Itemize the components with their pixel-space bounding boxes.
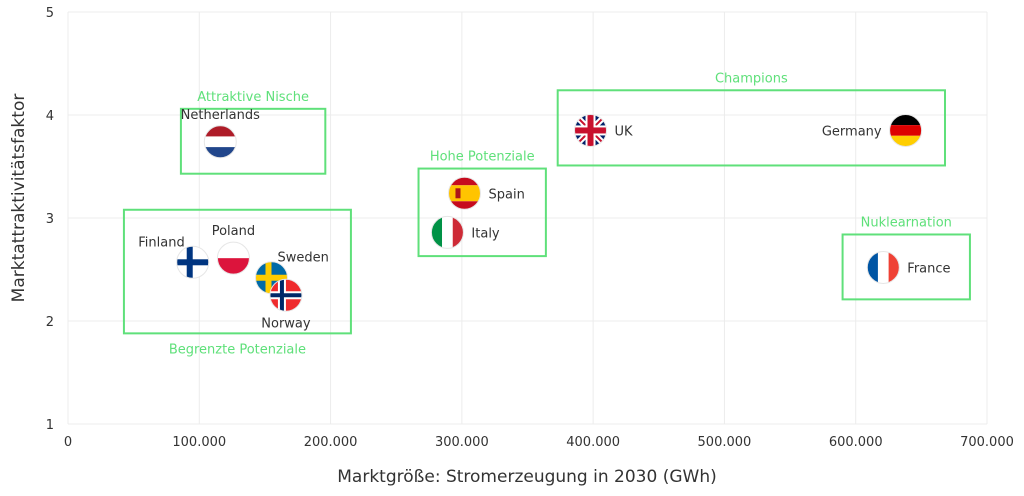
italy-flag-icon: [431, 216, 464, 249]
spain-flag-icon: [448, 177, 481, 210]
point-finland: Finland: [138, 235, 210, 279]
group-box: [122, 208, 352, 335]
point-label: Spain: [488, 187, 524, 202]
germany-flag-icon: [889, 114, 922, 147]
x-tick-label: 300.000: [435, 435, 489, 450]
group-label: Champions: [715, 71, 788, 86]
x-tick-label: 600.000: [829, 435, 883, 450]
grid: [67, 11, 988, 425]
x-tick-label: 500.000: [698, 435, 752, 450]
groups: Begrenzte Potenziale Attraktive NischeHoh…: [122, 71, 971, 357]
point-uk: UK: [574, 113, 634, 147]
y-tick-label: 2: [46, 315, 54, 330]
uk-flag-icon: [574, 114, 607, 147]
point-netherlands: Netherlands: [181, 108, 260, 159]
group-box: [417, 167, 547, 258]
point-label: UK: [615, 124, 634, 139]
group-label: Begrenzte Potenziale: [169, 342, 306, 357]
y-tick-label: 1: [46, 418, 54, 433]
point-poland: Poland: [212, 224, 255, 275]
point-label: Germany: [822, 124, 882, 139]
group-box: [556, 89, 946, 167]
x-axis-label: Marktgröße: Stromerzeugung in 2030 (GWh): [337, 467, 716, 487]
poland-flag-icon: [217, 242, 250, 275]
x-tick-label: 0: [64, 435, 72, 450]
x-tick-label: 400.000: [566, 435, 620, 450]
point-label: Norway: [261, 316, 311, 331]
norway-flag-icon: [269, 279, 302, 312]
point-label: France: [907, 261, 950, 276]
france-flag-icon: [867, 251, 900, 284]
y-tick-label: 4: [46, 109, 54, 124]
x-tick-label: 200.000: [304, 435, 358, 450]
netherlands-flag-icon: [204, 125, 237, 158]
y-tick-label: 3: [46, 212, 54, 227]
group-box: [841, 233, 971, 301]
point-germany: Germany: [822, 113, 923, 147]
x-tick-label: 700.000: [960, 435, 1014, 450]
y-axis-label: Marktattraktivitätsfaktor: [9, 94, 29, 303]
point-label: Poland: [212, 224, 255, 239]
ticks: 0 100.000 200.000 300.000 400.000 500.000 600.…: [46, 6, 1014, 450]
group-label: Hohe Potenziale: [430, 150, 535, 165]
point-label: Sweden: [277, 251, 328, 266]
x-tick-label: 100.000: [172, 435, 226, 450]
point-spain: Spain: [447, 176, 525, 210]
point-label: Finland: [138, 235, 184, 250]
group-label: Attraktive Nische: [197, 90, 309, 105]
group-label: Nuklearnation: [861, 215, 952, 230]
point-label: Netherlands: [181, 108, 260, 123]
point-france: France: [866, 250, 951, 284]
finland-flag-icon: [176, 246, 209, 279]
group-box: [179, 107, 327, 175]
point-italy: Italy: [430, 215, 500, 249]
point-norway: Norway: [261, 278, 311, 331]
y-tick-label: 5: [46, 6, 54, 21]
point-label: Italy: [471, 226, 500, 241]
